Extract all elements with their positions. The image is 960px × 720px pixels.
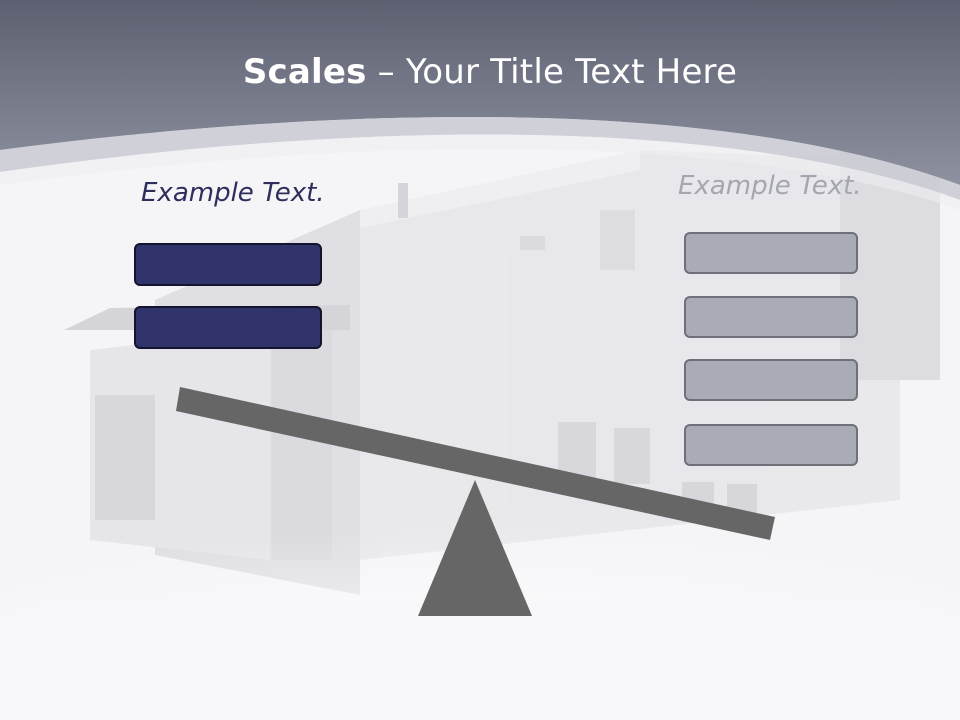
scale-beam	[176, 387, 775, 540]
right-weight-bar	[684, 424, 858, 466]
seesaw-scale	[176, 387, 775, 616]
title-bold: Scales	[242, 52, 367, 92]
left-example-label: Example Text.	[141, 178, 325, 208]
header-band	[0, 0, 960, 185]
left-weight-bar	[134, 243, 322, 286]
right-weight-bar	[684, 359, 858, 401]
right-example-label: Example Text.	[678, 171, 862, 201]
slide-title: Scales – Your Title Text Here	[0, 52, 960, 92]
left-weight-bar	[134, 306, 322, 349]
right-weight-bar	[684, 232, 858, 274]
right-weight-bar	[684, 296, 858, 338]
title-rest: – Your Title Text Here	[366, 52, 738, 92]
scale-fulcrum	[418, 480, 532, 616]
